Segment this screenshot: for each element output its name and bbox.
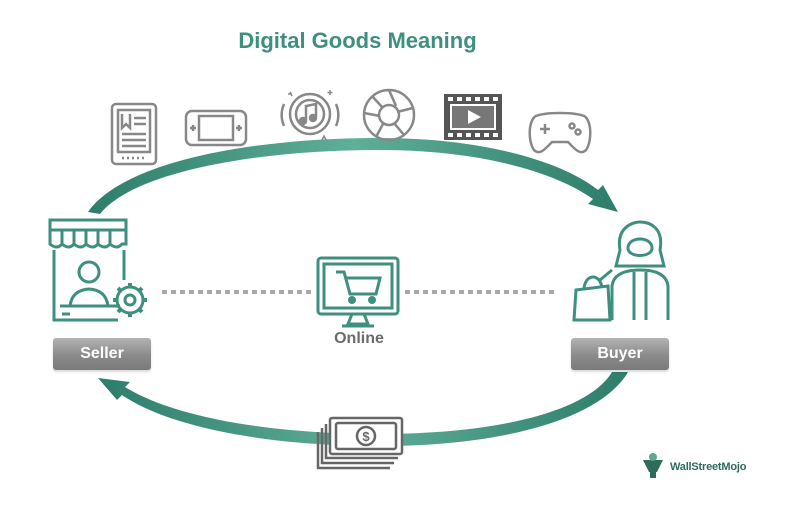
- svg-text:$: $: [362, 429, 370, 444]
- page-title: Digital Goods Meaning: [238, 28, 477, 53]
- handheld-console-icon: [184, 109, 248, 147]
- top-arrow: [88, 138, 618, 214]
- monitor-cart-icon: [316, 256, 400, 328]
- seller-label: Seller: [53, 338, 151, 370]
- seller-shop-icon: [48, 218, 128, 322]
- brand-logo-icon: [643, 453, 663, 478]
- music-icon: [280, 90, 340, 141]
- online-label: Online: [334, 330, 384, 347]
- brand-name: WallStreetMojo: [670, 461, 747, 473]
- ebook-icon: [110, 102, 158, 166]
- shopping-bag-icon: [572, 268, 613, 322]
- bottom-arrow: [98, 372, 628, 446]
- video-film-icon: [444, 94, 502, 140]
- gamepad-icon: [528, 111, 592, 154]
- money-stack-icon: $: [316, 416, 404, 470]
- buyer-person-icon: [610, 220, 670, 320]
- gear-icon: [113, 283, 147, 317]
- buyer-label: Buyer: [571, 338, 669, 370]
- camera-aperture-icon: [362, 88, 416, 142]
